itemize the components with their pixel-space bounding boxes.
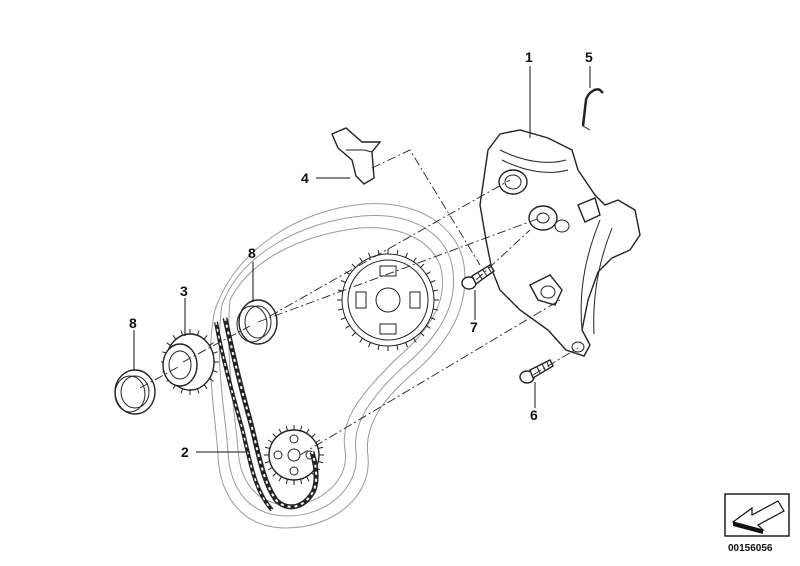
callout-7: 7 bbox=[470, 319, 478, 335]
bolt-6 bbox=[519, 359, 554, 384]
sprocket-tooth bbox=[267, 439, 273, 443]
sprocket-tooth bbox=[359, 257, 363, 263]
timing-chain bbox=[214, 317, 319, 512]
sprocket-tooth bbox=[196, 330, 200, 336]
bolt-7 bbox=[461, 264, 495, 290]
sprocket-tooth bbox=[351, 332, 356, 337]
washer-8-lower bbox=[114, 369, 156, 415]
sprocket-tooth bbox=[264, 460, 270, 464]
leader-lines bbox=[133, 66, 591, 453]
sprocket-tooth bbox=[359, 337, 363, 343]
sprocket-tooth bbox=[203, 384, 208, 389]
sprocket-tooth bbox=[318, 460, 324, 464]
sprocket-tooth bbox=[285, 425, 289, 431]
guide-pad bbox=[331, 127, 382, 185]
sprocket-tooth bbox=[196, 388, 200, 394]
sprocket-tooth bbox=[345, 271, 351, 275]
arrow-box-icon bbox=[724, 493, 790, 537]
sprocket-tooth bbox=[430, 280, 436, 283]
sprocket-tooth bbox=[267, 467, 273, 471]
sprocket-tooth bbox=[433, 289, 439, 292]
sprocket-tooth bbox=[299, 479, 303, 485]
oil-pump-sprocket bbox=[264, 425, 324, 485]
callout-1: 1 bbox=[525, 49, 533, 65]
sprocket-tooth bbox=[203, 335, 208, 340]
sprocket-tooth bbox=[299, 425, 303, 431]
callout-8-lower: 8 bbox=[129, 315, 137, 331]
sprocket-tooth bbox=[340, 317, 346, 320]
sprocket-tooth bbox=[345, 325, 351, 329]
callout-labels: 1 5 4 8 3 8 2 7 6 bbox=[129, 49, 593, 460]
sprocket-tooth bbox=[306, 428, 310, 434]
sprocket-tooth bbox=[272, 472, 277, 477]
camshaft-sprocket bbox=[337, 249, 439, 351]
crank-sprocket bbox=[161, 329, 219, 395]
sprocket-tooth bbox=[172, 335, 177, 340]
sprocket-tooth bbox=[209, 342, 214, 346]
sprocket-tooth bbox=[396, 249, 399, 255]
sprocket-tooth bbox=[272, 433, 277, 438]
washer-8-upper bbox=[236, 299, 278, 345]
callout-4: 4 bbox=[301, 170, 309, 186]
sprocket-tooth bbox=[306, 476, 310, 482]
sprocket-tooth bbox=[377, 345, 380, 351]
sprocket-tooth bbox=[425, 325, 431, 329]
callout-6: 6 bbox=[530, 407, 538, 423]
sprocket-tooth bbox=[368, 252, 371, 258]
sprocket-tooth bbox=[430, 317, 436, 320]
callout-8-upper: 8 bbox=[248, 245, 256, 261]
sprocket-tooth bbox=[166, 342, 171, 346]
sprocket-tooth bbox=[420, 332, 425, 337]
sprocket-tooth bbox=[425, 271, 431, 275]
sprocket-tooth bbox=[413, 257, 417, 263]
housing-ghost-outline bbox=[209, 203, 466, 529]
sprocket-tooth bbox=[180, 388, 184, 394]
sprocket-tooth bbox=[209, 378, 214, 382]
sprocket-tooth bbox=[420, 263, 425, 268]
diagram-part-number: 00156056 bbox=[728, 543, 773, 554]
sprocket-tooth bbox=[396, 345, 399, 351]
bracket-pin bbox=[581, 88, 604, 131]
sprocket-tooth bbox=[368, 342, 371, 348]
sprocket-tooth bbox=[433, 308, 439, 311]
sprocket-tooth bbox=[351, 263, 356, 268]
sprocket-tooth bbox=[212, 370, 218, 373]
sprocket-tooth bbox=[340, 280, 346, 283]
sprocket-tooth bbox=[405, 342, 408, 348]
chain-guide-assembly bbox=[479, 129, 641, 357]
sprocket-tooth bbox=[315, 439, 321, 443]
assembly-lines bbox=[139, 149, 579, 456]
sprocket-tooth bbox=[264, 446, 270, 450]
callout-5: 5 bbox=[585, 49, 593, 65]
sprocket-tooth bbox=[278, 428, 282, 434]
sprocket-tooth bbox=[337, 308, 343, 311]
sprocket-tooth bbox=[413, 337, 417, 343]
sprocket-tooth bbox=[318, 446, 324, 450]
callout-2: 2 bbox=[181, 444, 189, 460]
callout-3: 3 bbox=[180, 283, 188, 299]
sprocket-tooth bbox=[285, 479, 289, 485]
sprocket-tooth bbox=[212, 351, 218, 354]
sprocket-tooth bbox=[311, 433, 316, 438]
sprocket-tooth bbox=[278, 476, 282, 482]
sprocket-tooth bbox=[405, 252, 408, 258]
sprocket-tooth bbox=[180, 330, 184, 336]
